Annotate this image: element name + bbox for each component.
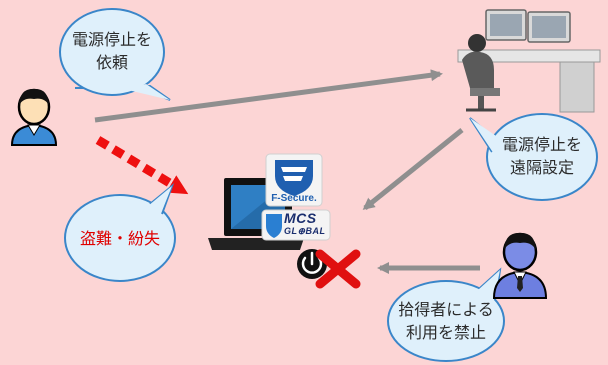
mcs-logo-line2: GL⊕BAL [284, 226, 326, 236]
bubble-text-line: 電源停止を [71, 30, 152, 49]
arrow-request-to-operator [94, 69, 443, 123]
bubble-text-line: 電源停止を [501, 135, 582, 154]
bubble-text-line: 盗難・紛失 [79, 229, 160, 248]
operator-desk-icon [457, 9, 601, 113]
bubble-prohibit-use [387, 267, 505, 362]
fsecure-logo-text: F-Secure. [271, 193, 317, 204]
bubble-text-line: 利用を禁止 [405, 323, 486, 342]
bubble-remote-power-off [469, 113, 598, 201]
arrow-theft [95, 136, 189, 195]
bubble-remote-power-off-text: 電源停止を 遠隔設定 [492, 133, 592, 179]
admin-person-icon [10, 88, 58, 146]
finder-person-icon [492, 232, 548, 299]
bubble-theft-loss-text: 盗難・紛失 [70, 227, 170, 250]
bubble-text-line: 遠隔設定 [509, 158, 574, 177]
arrow-operator-to-laptop [362, 128, 464, 210]
mcs-global-logo [261, 209, 331, 241]
mcs-logo-line1: MCS [284, 210, 317, 226]
fsecure-logo [265, 153, 323, 207]
bubble-request-power-off-text: 電源停止を 依頼 [62, 28, 162, 74]
red-cross-icon [315, 249, 361, 289]
bubble-text-line: 拾得者による [398, 300, 494, 319]
bubble-text-line: 依頼 [95, 53, 128, 72]
bubble-prohibit-use-text: 拾得者による 利用を禁止 [390, 298, 502, 344]
bubble-request-power-off [59, 8, 171, 101]
bubble-theft-loss [64, 182, 176, 282]
